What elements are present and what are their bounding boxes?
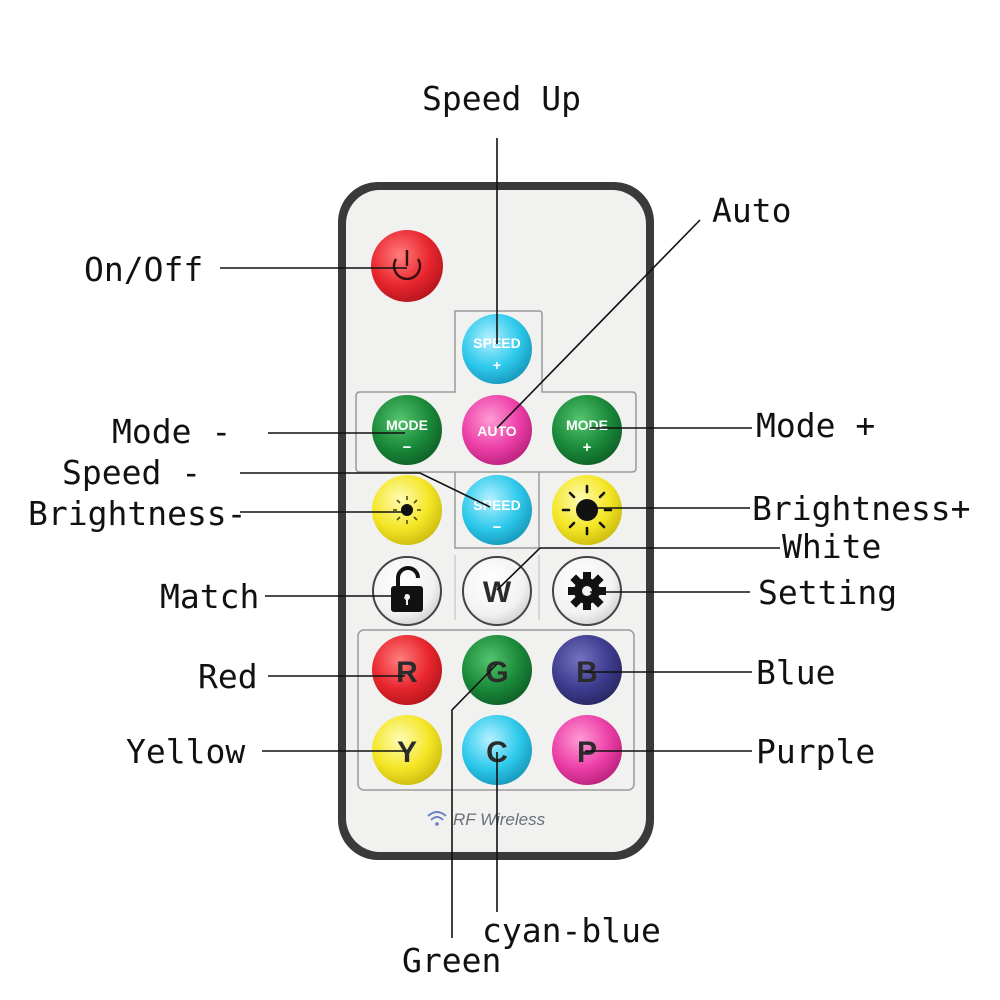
cross-panel-bottom (454, 472, 540, 549)
rf-wireless-text: RF Wireless (453, 810, 546, 829)
leader-lines (220, 138, 780, 938)
brightness-minus-button[interactable] (372, 475, 442, 545)
label-match: Match (160, 577, 259, 616)
mode-minus-sign: − (403, 439, 412, 456)
unlock-icon (391, 566, 423, 612)
cross-panel (355, 310, 637, 473)
leader-green (451, 663, 498, 938)
auto-label: AUTO (477, 423, 517, 439)
auto-button[interactable]: AUTO (462, 395, 532, 465)
label-brightness-plus: Brightness+ (752, 489, 971, 528)
leader-white (496, 547, 780, 591)
white-letter: W (483, 576, 512, 609)
purple-letter: P (577, 736, 597, 769)
label-brightness-minus: Brightness- (28, 494, 247, 533)
speed-minus-label: SPEED (473, 497, 520, 513)
purple-button[interactable]: P (552, 715, 622, 785)
row-separators (454, 555, 540, 620)
red-button[interactable]: R (372, 635, 442, 705)
setting-button[interactable] (552, 556, 622, 626)
brightness-plus-button[interactable] (552, 475, 622, 545)
mode-plus-label: MODE (566, 417, 608, 433)
label-mode-plus: Mode + (756, 406, 875, 445)
speed-plus-sign: + (493, 357, 501, 373)
label-blue: Blue (756, 653, 835, 692)
label-yellow: Yellow (126, 732, 245, 771)
wifi-icon (427, 811, 447, 826)
power-icon (392, 258, 422, 281)
label-speed-up: Speed Up (422, 79, 581, 118)
mode-minus-button[interactable]: MODE − (372, 395, 442, 465)
gear-icon (568, 572, 606, 610)
green-letter: G (485, 656, 508, 689)
sun-small-icon (393, 496, 421, 524)
cyan-button[interactable]: C (462, 715, 532, 785)
label-on-off: On/Off (84, 250, 203, 289)
color-panel (357, 629, 635, 791)
sun-large-icon (561, 484, 613, 536)
leader-speed-minus (240, 472, 491, 508)
blue-button[interactable]: B (552, 635, 622, 705)
mode-minus-label: MODE (386, 417, 428, 433)
leader-auto (496, 219, 701, 429)
label-cyan-blue: cyan-blue (482, 911, 661, 950)
green-button[interactable]: G (462, 635, 532, 705)
speed-minus-button[interactable]: SPEED − (462, 475, 532, 545)
speed-plus-button[interactable]: SPEED + (462, 314, 532, 384)
match-button[interactable] (372, 556, 442, 626)
label-white: White (782, 527, 881, 566)
label-green: Green (402, 941, 501, 980)
power-button[interactable] (371, 230, 443, 302)
yellow-letter: Y (397, 736, 417, 769)
mode-plus-button[interactable]: MODE + (552, 395, 622, 465)
label-setting: Setting (758, 573, 897, 612)
mode-plus-sign: + (583, 439, 592, 456)
label-speed-minus: Speed - (62, 453, 201, 492)
label-mode-minus: Mode - (112, 412, 231, 451)
yellow-button[interactable]: Y (372, 715, 442, 785)
label-auto: Auto (712, 191, 791, 230)
label-red: Red (198, 657, 258, 696)
label-purple: Purple (756, 732, 875, 771)
red-letter: R (396, 656, 418, 689)
rf-wireless-logo: RF Wireless (427, 810, 546, 829)
speed-minus-sign: − (493, 519, 502, 536)
